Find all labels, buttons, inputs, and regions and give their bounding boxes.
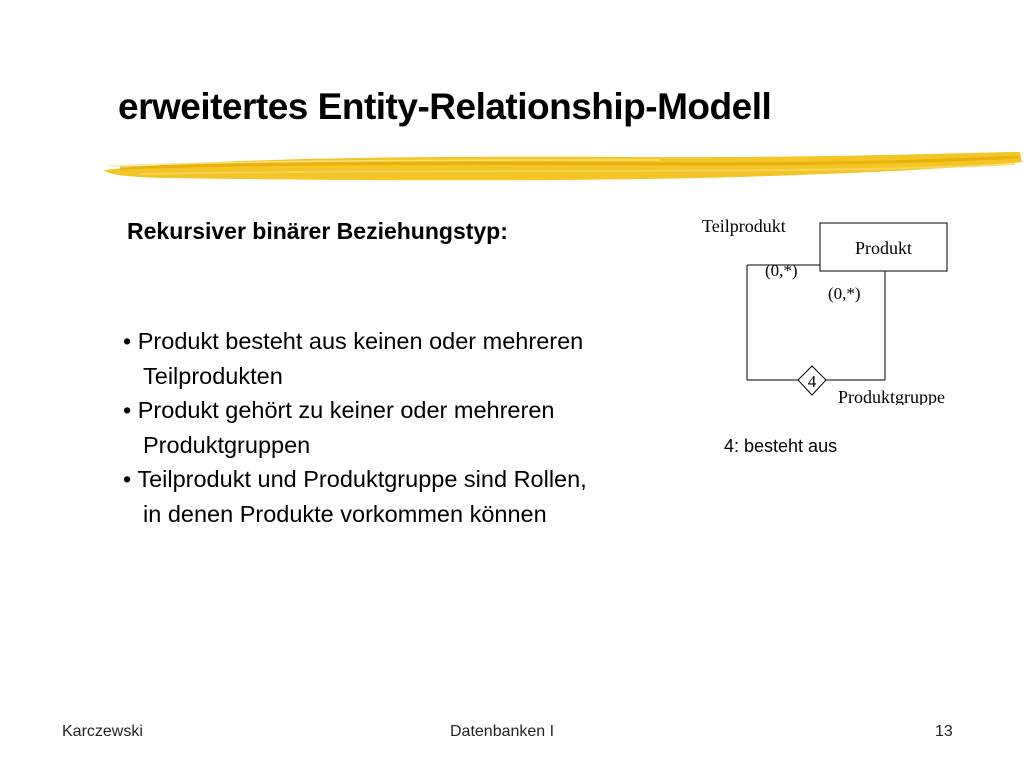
bullet-text-line: in denen Produkte vorkommen können (143, 500, 547, 527)
slide-title: erweitertes Entity-Relationship-Modell (118, 86, 772, 127)
bullet-list: • Produkt besteht aus keinen oder mehrer… (115, 324, 705, 531)
bullet-text-line: • Produkt gehört zu keiner oder mehreren (123, 397, 555, 423)
role-label-teilprodukt: Teilprodukt (702, 216, 786, 236)
bullet-item: • Produkt gehört zu keiner oder mehreren… (115, 393, 705, 462)
bullet-item: • Produkt besteht aus keinen oder mehrer… (115, 324, 705, 393)
role-label-produktgruppe: Produktgruppe (838, 387, 945, 405)
page-number: 13 (935, 723, 953, 740)
bullet-text-line: Produktgruppen (143, 431, 311, 458)
relationship-label: 4 (808, 372, 817, 391)
entity-label: Produkt (855, 238, 912, 258)
cardinality-left: (0,*) (765, 261, 798, 280)
bullet-text-line: Teilprodukten (143, 362, 283, 389)
relationship-diamond (797, 365, 827, 396)
bullet-text-line: • Teilprodukt und Produktgruppe sind Rol… (123, 466, 587, 492)
title-underline-brush-stroke (104, 152, 1022, 181)
footer-author: Karczewski (62, 723, 143, 740)
bullet-item: • Teilprodukt und Produktgruppe sind Rol… (115, 462, 705, 531)
er-diagram: Produkt 4 Teilprodukt (0,*) (0,*) Produk… (702, 216, 948, 405)
bullet-text-line: • Produkt besteht aus keinen oder mehrer… (123, 328, 584, 354)
entity-box-produkt (819, 222, 948, 272)
diagram-legend: 4: besteht aus (724, 436, 838, 456)
section-heading: Rekursiver binärer Beziehungstyp: (127, 218, 508, 244)
footer-course: Datenbanken I (450, 723, 555, 740)
cardinality-right: (0,*) (828, 284, 861, 303)
